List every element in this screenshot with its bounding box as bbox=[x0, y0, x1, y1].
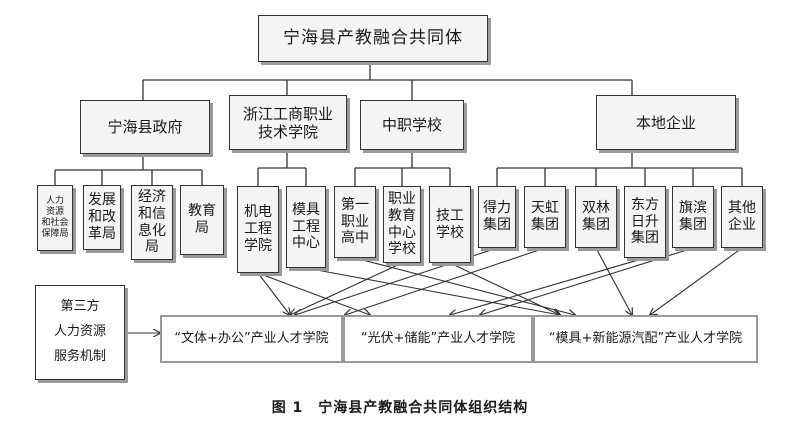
node-shuanglin: 双林 集团 bbox=[575, 186, 617, 248]
node-vocedu: 职业 教育 中心 学校 bbox=[383, 186, 421, 263]
node-tech: 技工 学校 bbox=[429, 186, 471, 263]
node-dev: 发展 和改 革局 bbox=[83, 185, 121, 250]
talent-college-mold-auto: “模具+新能源汽配”产业人才学院 bbox=[533, 315, 758, 363]
node-college: 浙江工商职业 技术学院 bbox=[229, 95, 347, 150]
node-tianhong: 天虹 集团 bbox=[524, 186, 566, 248]
talent-college-pv-storage: “光伏+储能”产业人才学院 bbox=[343, 315, 533, 363]
node-enterprise: 本地企业 bbox=[596, 95, 736, 150]
node-edu: 教育 局 bbox=[180, 185, 224, 255]
node-no1: 第一 职业 高中 bbox=[334, 186, 376, 258]
root-node: 宁海县产教融合共同体 bbox=[258, 15, 488, 62]
node-dongfang: 东方 日升 集团 bbox=[624, 186, 666, 258]
node-gov: 宁海县政府 bbox=[80, 100, 210, 154]
tree-connectors bbox=[54, 62, 743, 186]
arrow-connectors bbox=[125, 247, 743, 333]
node-vocational: 中职学校 bbox=[360, 100, 464, 150]
node-econ: 经济 和信 息化 局 bbox=[131, 185, 173, 260]
talent-college-culture-office: “文体+办公”产业人才学院 bbox=[160, 315, 343, 363]
node-other: 其他 企业 bbox=[721, 186, 763, 248]
node-deli: 得力 集团 bbox=[478, 186, 516, 248]
figure-caption: 图 1 宁海县产教融合共同体组织结构 bbox=[271, 400, 529, 416]
node-qibin: 旗滨 集团 bbox=[672, 186, 714, 248]
node-hr: 人力 资源 和社会 保障局 bbox=[37, 185, 73, 251]
node-mech: 机电 工程 学院 bbox=[237, 186, 279, 273]
third-party-hr-service: 第三方 人力资源 服务机制 bbox=[35, 285, 125, 380]
node-mold: 模具 工程 中心 bbox=[286, 186, 326, 268]
